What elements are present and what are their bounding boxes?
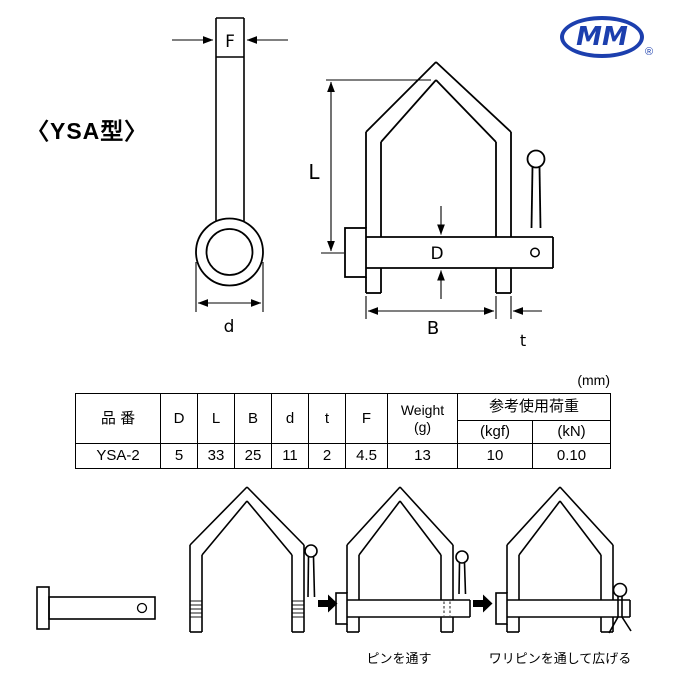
col-header-B: B <box>234 393 272 444</box>
col-header-L: L <box>197 393 235 444</box>
dim-label-D: D <box>430 244 443 264</box>
registered-mark: ® <box>645 46 654 58</box>
technical-drawings: F d <box>172 17 554 350</box>
logo-text: MM <box>576 22 628 52</box>
dim-label-L: L <box>308 160 320 184</box>
cell-D: 5 <box>160 443 198 469</box>
cell-L: 33 <box>197 443 235 469</box>
cell-d: 11 <box>271 443 309 469</box>
pin-side-view-drawing <box>172 17 288 312</box>
caption-insert-pin: ピンを通す <box>366 651 432 666</box>
loose-pin-figure <box>36 586 156 630</box>
col-header-ref-load: 参考使用荷重 <box>457 393 611 421</box>
col-header-D: D <box>160 393 198 444</box>
weight-label-line2: (g) <box>413 418 432 435</box>
unit-label: (mm) <box>577 372 610 388</box>
weight-label-line1: Weight <box>400 402 445 419</box>
header-row-1: 品 番 D L B d t F Weight (g) 参考使用荷重 <box>75 393 611 444</box>
pin-hole-dashes <box>443 601 451 616</box>
shackle-complete-figure <box>495 486 632 634</box>
spec-table: 品 番 D L B d t F Weight (g) 参考使用荷重 (kgf) … <box>75 393 611 469</box>
leg-hole-hatch <box>190 600 304 618</box>
assembly-instructions <box>36 486 632 634</box>
col-header-kn: (kN) <box>532 420 611 444</box>
cell-B: 25 <box>234 443 272 469</box>
cell-t: 2 <box>308 443 346 469</box>
logo-oval: MM <box>560 16 644 58</box>
table-row: YSA-2 5 33 25 11 2 4.5 13 10 0.10 <box>75 443 611 469</box>
cell-part-no: YSA-2 <box>75 443 161 469</box>
brand-logo: MM ® <box>560 16 654 62</box>
cotter-pin-ring <box>612 582 628 598</box>
cell-kn: 0.10 <box>532 443 611 469</box>
cell-F: 4.5 <box>345 443 388 469</box>
col-header-d: d <box>271 393 309 444</box>
shackle-with-pin-figure <box>335 486 471 633</box>
col-header-t: t <box>308 393 346 444</box>
step-arrow-2 <box>473 594 493 613</box>
col-header-weight: Weight (g) <box>387 393 458 444</box>
cell-kgf: 10 <box>457 443 533 469</box>
dim-label-t: t <box>520 331 526 350</box>
shackle-body-figure <box>189 486 318 633</box>
cotter-pin-ring <box>304 544 318 558</box>
col-header-kgf: (kgf) <box>457 420 533 444</box>
col-header-part-no: 品 番 <box>75 393 161 444</box>
page-title: 〈YSA型〉 <box>26 118 149 144</box>
step-arrow-1 <box>318 594 338 613</box>
shackle-front-view-drawing <box>321 61 554 319</box>
header-row-2: (kgf) (kN) <box>76 420 611 444</box>
dim-label-B: B <box>427 318 439 339</box>
cell-weight: 13 <box>387 443 458 469</box>
caption-spread-split-pin: ワリピンを通して広げる <box>488 651 632 666</box>
cotter-pin-ring <box>455 550 469 564</box>
dim-label-F: F <box>225 32 235 52</box>
col-header-F: F <box>345 393 388 444</box>
dim-label-d: d <box>224 317 235 337</box>
